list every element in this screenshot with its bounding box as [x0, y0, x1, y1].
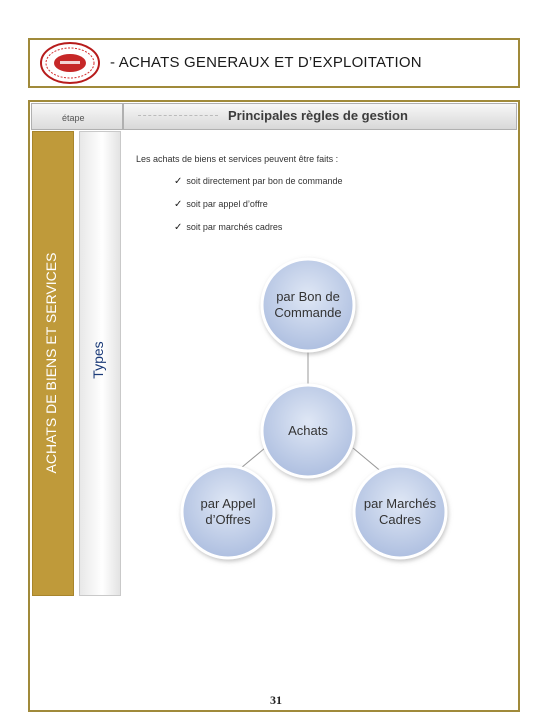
- list-item: ✓ soit par marchés cadres: [174, 222, 342, 245]
- bullet-list: ✓ soit directement par bon de commande ✓…: [174, 176, 342, 245]
- list-item-text: soit par marchés cadres: [186, 222, 283, 232]
- node-label-line: Cadres: [379, 512, 421, 527]
- etape-tab: étape: [31, 103, 123, 130]
- diagram-svg: [180, 257, 448, 560]
- node-label-bon-de-commande: par Bon de Commande: [274, 289, 341, 321]
- node-label-achats: Achats: [288, 423, 328, 438]
- node-bon-de-commande: [260, 257, 356, 353]
- node-label-marches-cadres: par Marchés Cadres: [364, 496, 436, 528]
- node-label-appel-offres: par Appel d’Offres: [201, 496, 256, 528]
- logo: [38, 40, 102, 86]
- page-number: 31: [270, 693, 282, 707]
- page-title: - ACHATS GENERAUX ET D’EXPLOITATION: [110, 54, 422, 71]
- intro-text: Les achats de biens et services peuvent …: [136, 154, 339, 164]
- side-category-bar: [32, 131, 74, 596]
- node-appel-offres: [180, 464, 276, 560]
- side-category-label: ACHATS DE BIENS ET SERVICES: [43, 252, 59, 474]
- section-title: Principales règles de gestion: [228, 108, 408, 123]
- list-item: ✓ soit directement par bon de commande: [174, 176, 342, 199]
- node-label-line: par Bon de: [276, 289, 340, 304]
- types-bar: [79, 131, 121, 596]
- decorative-divider: [138, 115, 218, 116]
- checkmark-icon: ✓: [174, 222, 183, 233]
- checkmark-icon: ✓: [174, 199, 183, 210]
- header-frame: [28, 38, 520, 88]
- list-item-text: soit directement par bon de commande: [186, 176, 343, 186]
- achats-diagram: par Bon de Commande Achats par Appel d’O…: [150, 248, 490, 568]
- list-item: ✓ soit par appel d’offre: [174, 199, 342, 222]
- node-label-line: Commande: [274, 305, 342, 320]
- node-label-line: d’Offres: [205, 512, 251, 527]
- node-label-line: par Appel: [200, 496, 256, 511]
- types-label: Types: [90, 341, 106, 379]
- etape-label: étape: [62, 113, 85, 123]
- node-marches-cadres: [352, 464, 448, 560]
- node-label-line: par Marchés: [363, 496, 437, 511]
- rules-header-bar: [123, 103, 517, 130]
- checkmark-icon: ✓: [174, 176, 183, 187]
- list-item-text: soit par appel d’offre: [186, 199, 268, 209]
- connector-line: [352, 447, 384, 474]
- node-achats: [260, 383, 356, 479]
